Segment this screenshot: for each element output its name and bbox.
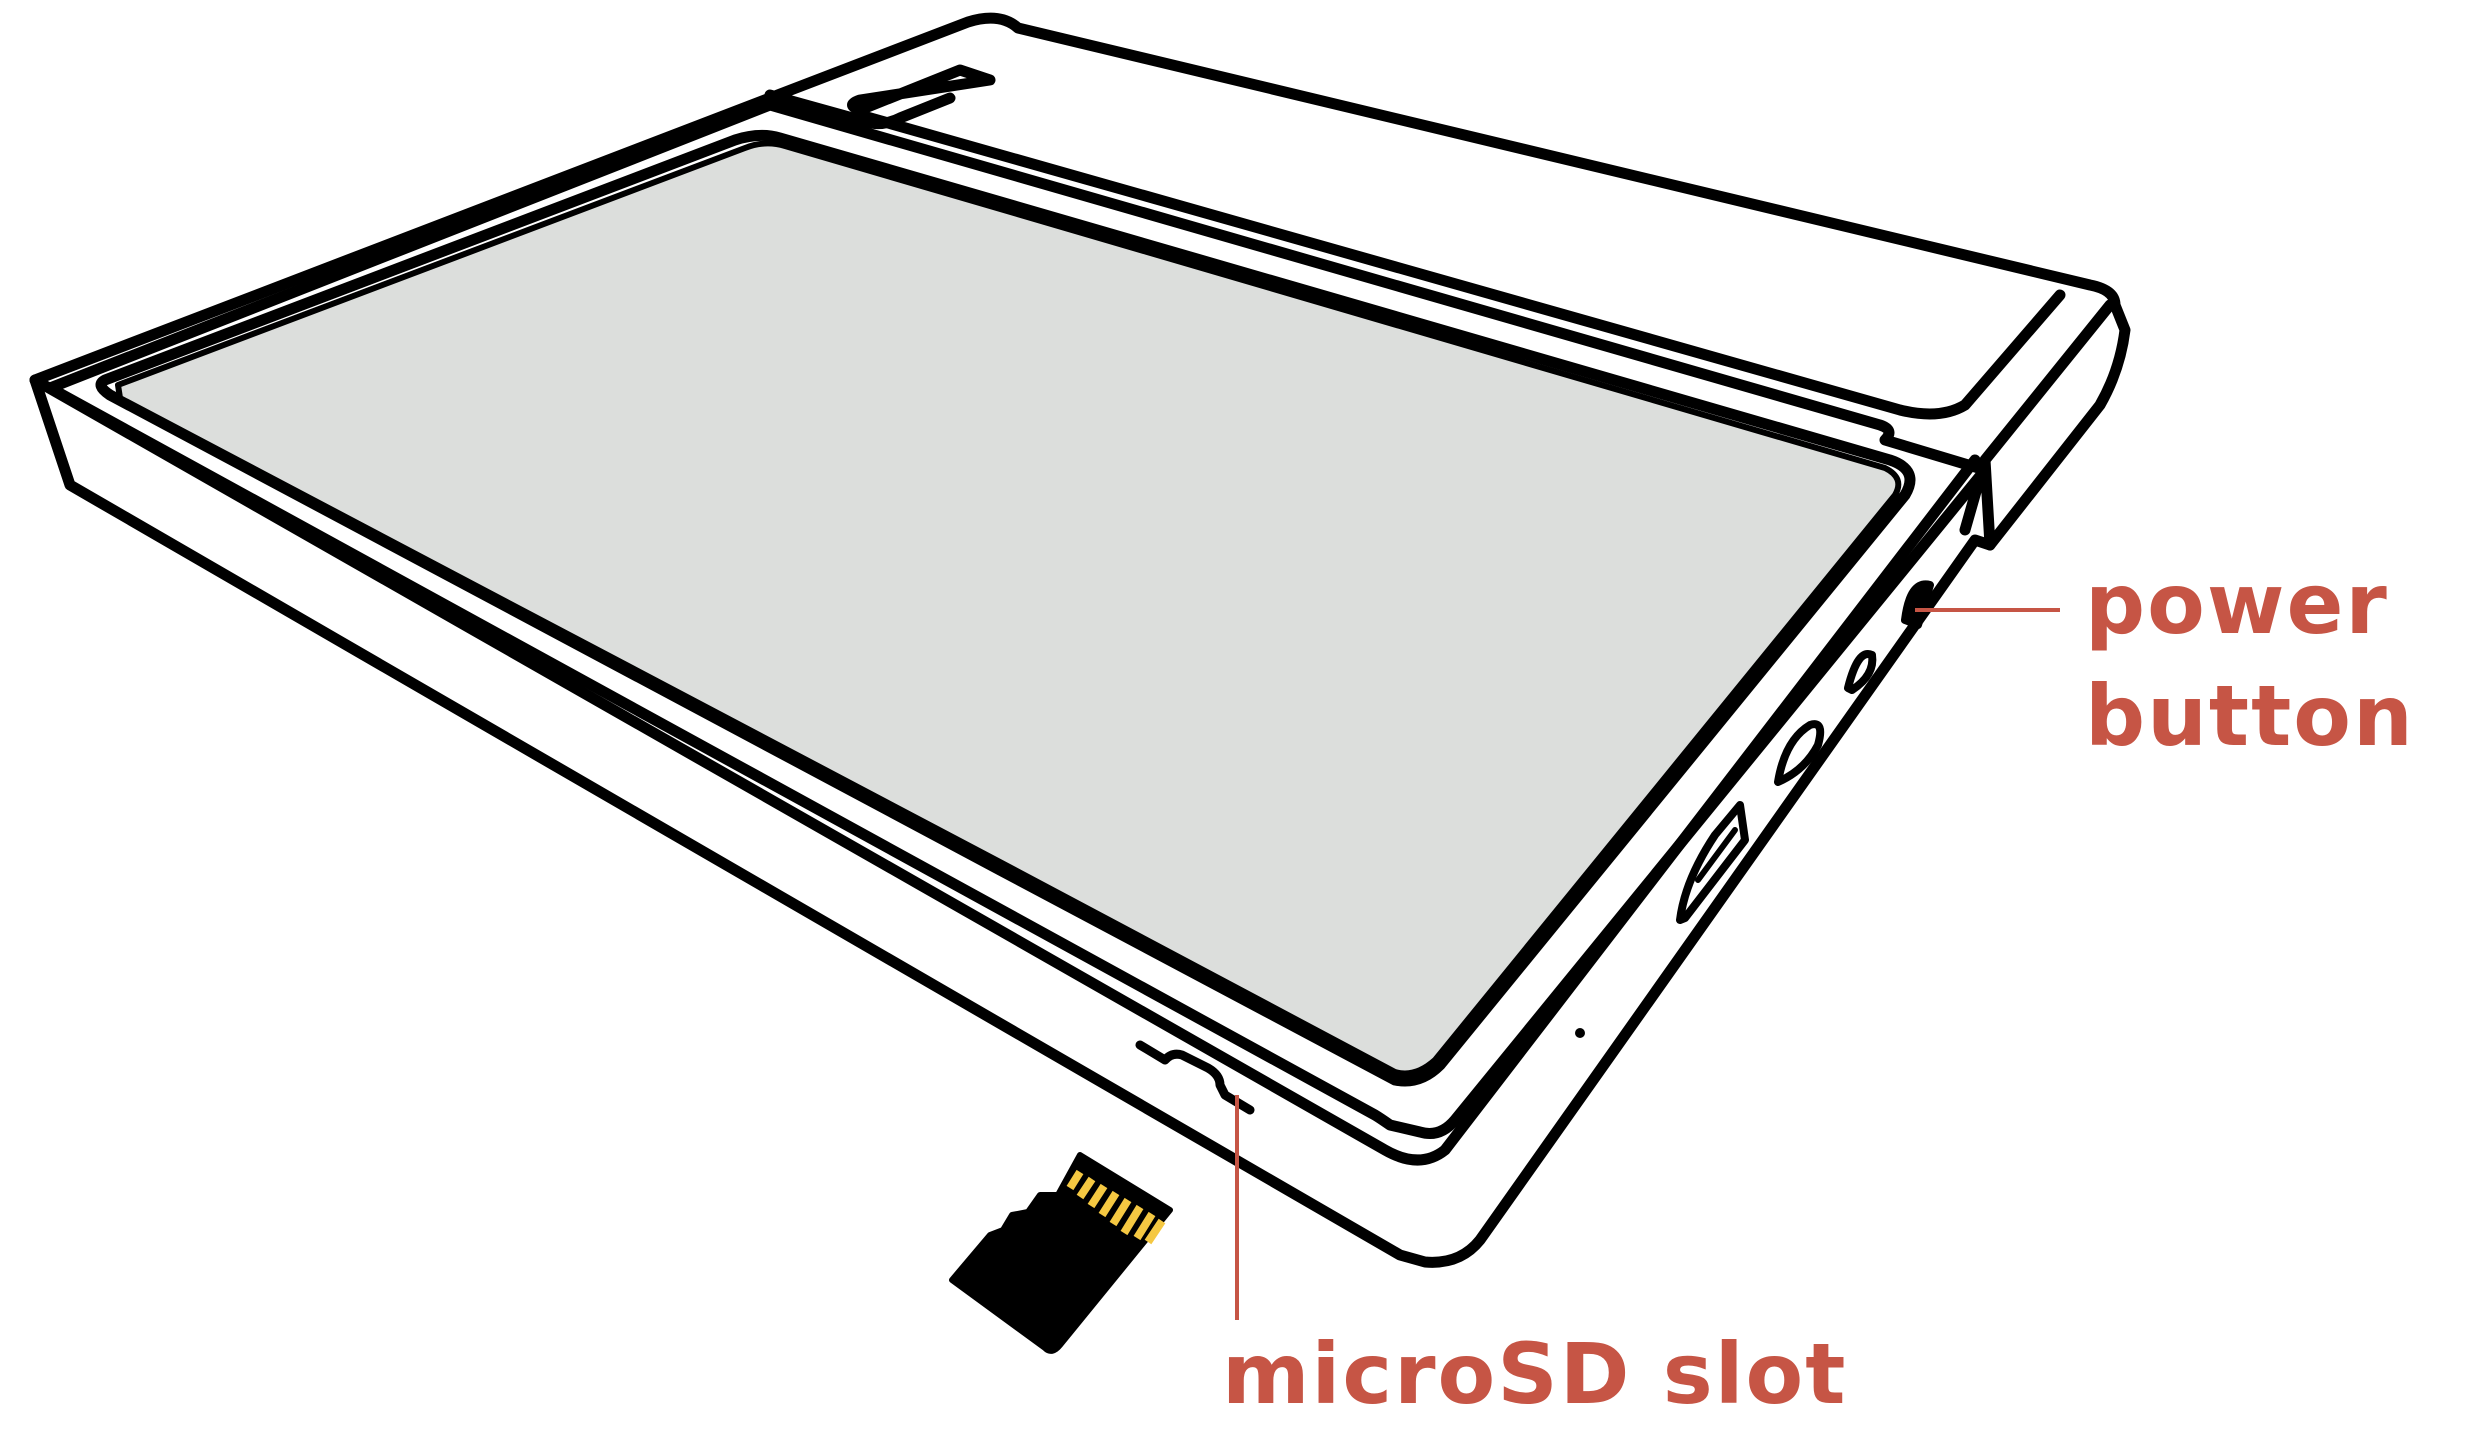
microsd-card: [952, 1155, 1170, 1351]
status-led: [1575, 1028, 1585, 1038]
power-button-label-line1: power: [2085, 548, 2415, 660]
microsd-slot-label: microSD slot: [1222, 1318, 1847, 1430]
microsd-card-body: [952, 1155, 1170, 1351]
power-button-label-line2: button: [2085, 660, 2415, 772]
power-button-label: power button: [2085, 548, 2415, 772]
